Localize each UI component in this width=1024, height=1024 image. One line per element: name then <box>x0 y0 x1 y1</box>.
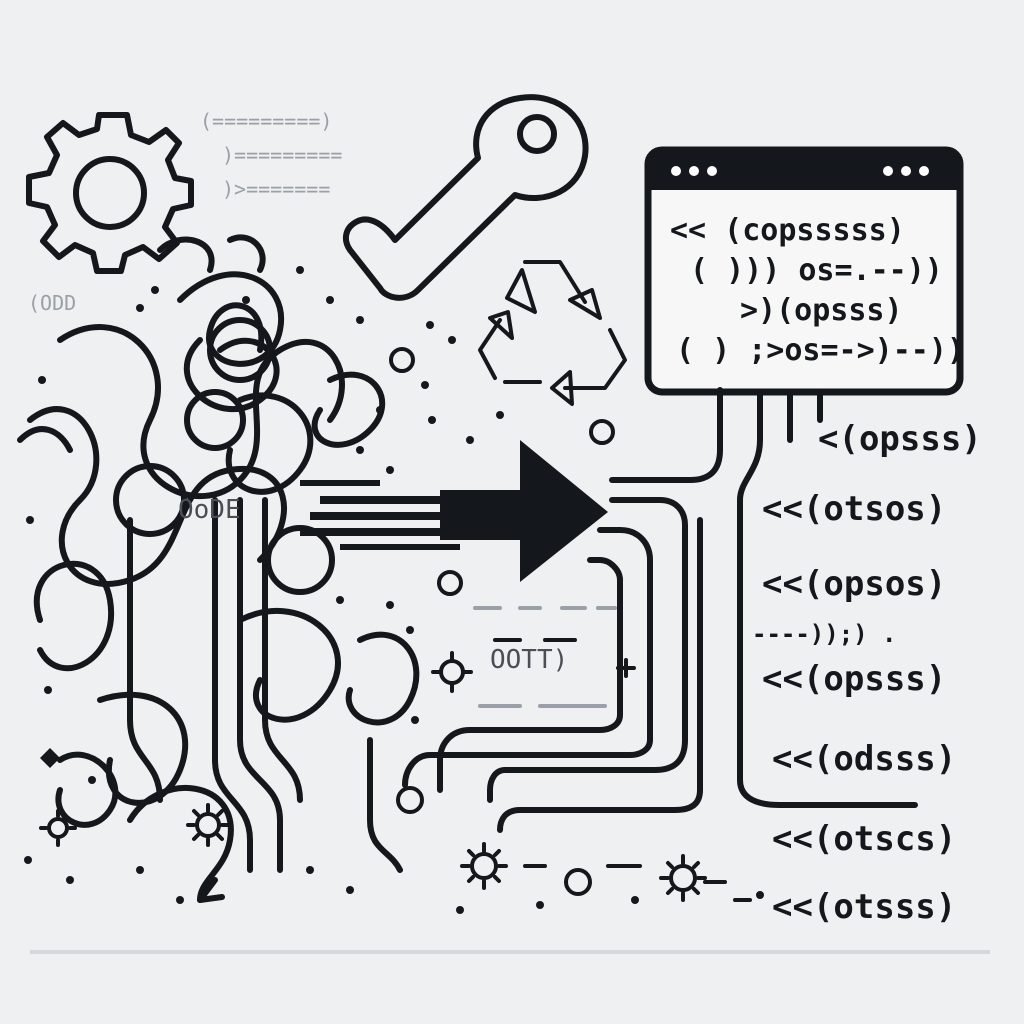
small-gear-icon-4 <box>39 809 77 847</box>
side-code-item-3: <<(opsos) <box>762 564 946 604</box>
small-gear-icon-5 <box>431 651 473 693</box>
tangled-code-lines <box>17 234 420 903</box>
flow-lines-left <box>127 497 403 873</box>
code-window-line-1: << (copsssss) <box>670 213 905 248</box>
gear-icon <box>26 112 194 274</box>
center-label: OOTT) <box>490 645 568 675</box>
wrench-icon <box>342 94 589 301</box>
side-code-item-5: <<(odsss) <box>772 739 956 779</box>
tangle-label: OoDE <box>178 495 241 525</box>
arrow-right-icon <box>300 440 608 582</box>
faint-code-line-1: (=========) <box>200 109 332 133</box>
small-gear-icon-3 <box>659 854 707 902</box>
side-code-item-2: <<(otsos) <box>762 489 946 529</box>
side-code-item-6: <<(otscs) <box>772 819 956 859</box>
diamond-icon <box>40 748 60 768</box>
side-code-dashes: ----));) . <box>752 620 897 648</box>
side-code-item-4: <<(opsss) <box>762 659 946 699</box>
faint-code-line-2: )========= <box>222 143 342 167</box>
browser-window-icon <box>644 146 964 396</box>
recycle-icon <box>478 260 627 406</box>
dash-marks <box>473 606 752 902</box>
code-window-line-2: ( ))) os=.--)) <box>690 253 943 288</box>
small-circles <box>389 347 615 896</box>
bottom-rule <box>30 950 990 954</box>
small-gear-icon-2 <box>460 842 508 890</box>
code-window-line-4: ( ) ;>os=->)--)) <box>676 333 965 368</box>
scattered-dots <box>24 266 764 914</box>
faint-code-line-3: )>======= <box>222 177 330 201</box>
side-code-item-7: <<(otsss) <box>772 887 956 927</box>
small-gear-icon-1 <box>186 803 230 847</box>
plus-icon <box>616 658 636 678</box>
code-window-line-3: >)(opsss) <box>740 293 903 328</box>
faint-code-fragment: (ODD <box>28 291 76 315</box>
circuit-lines <box>402 387 918 833</box>
side-code-item-1: <(opsss) <box>818 419 982 459</box>
